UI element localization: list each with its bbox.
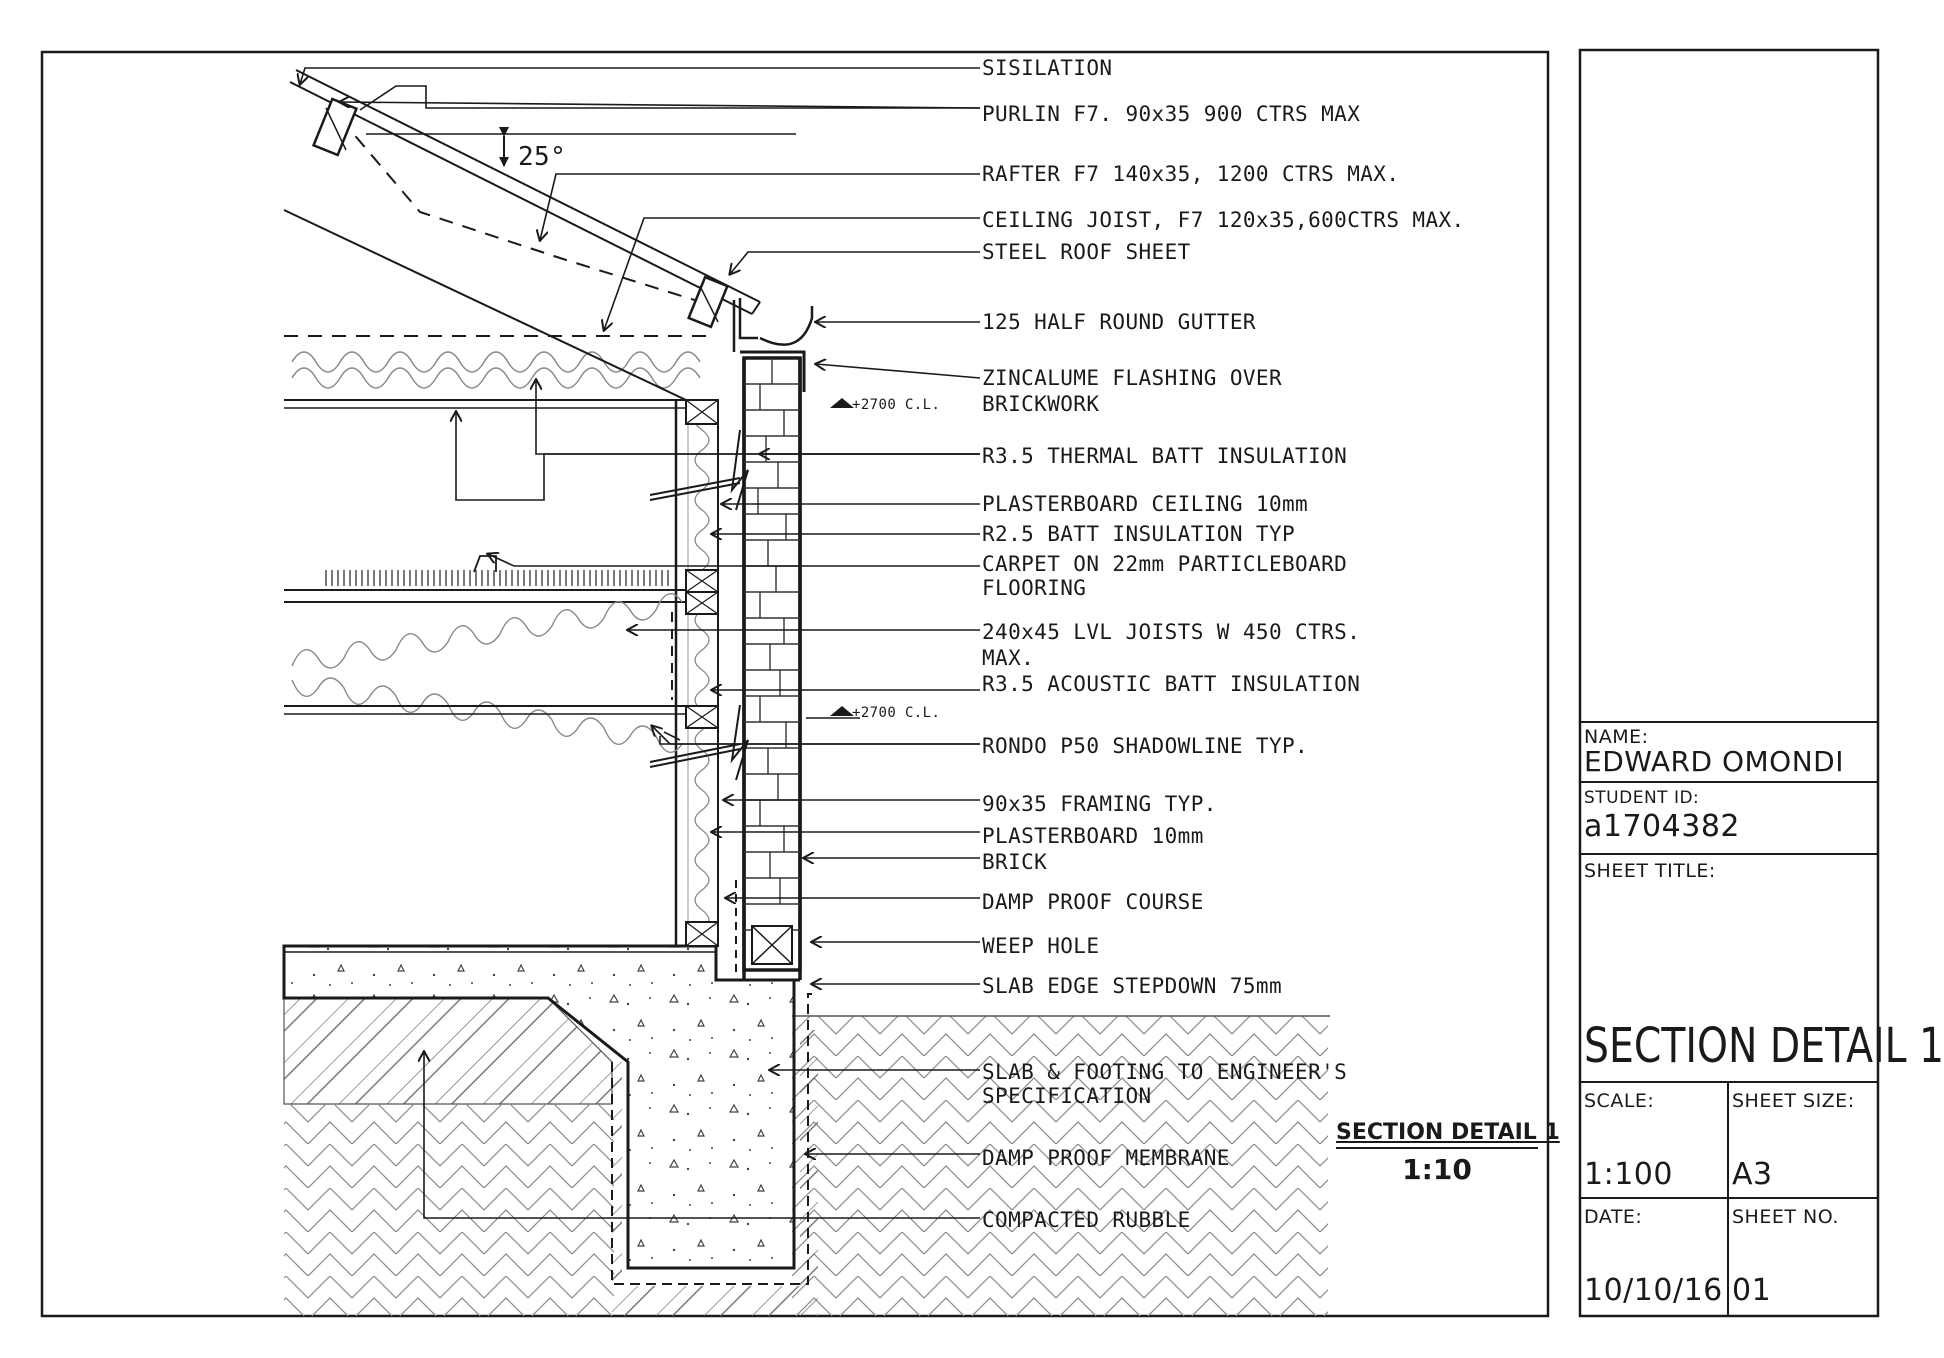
callout-plasterboard-10: PLASTERBOARD 10mm — [982, 824, 1204, 848]
tb-sheet-no-value: 01 — [1732, 1273, 1772, 1308]
tb-date-label: DATE: — [1584, 1206, 1643, 1228]
brick-wall — [735, 356, 802, 982]
callout-r25-batt: R2.5 BATT INSULATION TYP — [982, 522, 1296, 546]
callout-sisilation: SISILATION — [982, 56, 1113, 80]
floor-assembly — [284, 555, 686, 753]
callout-ceiling-joist: CEILING JOIST, F7 120x35,600CTRS MAX. — [982, 208, 1465, 232]
titleblock-grid — [1580, 721, 1878, 1316]
tb-sheet-title-value: SECTION DETAIL 1 — [1584, 1018, 1944, 1074]
callout-lvl-joists: 240x45 LVL JOISTS W 450 CTRS. — [982, 620, 1361, 644]
leader-lines — [300, 67, 981, 1219]
callout-framing: 90x35 FRAMING TYP. — [982, 792, 1217, 816]
level-mark-lower: +2700 C.L. — [852, 705, 941, 721]
tb-sheet-size-value: A3 — [1732, 1157, 1773, 1192]
tb-scale-label: SCALE: — [1584, 1090, 1655, 1112]
level-markers — [806, 398, 860, 719]
callout-slab-footing-line2: SPECIFICATION — [982, 1084, 1152, 1108]
callout-slab-footing: SLAB & FOOTING TO ENGINEER'S — [982, 1060, 1348, 1084]
tb-student-id-value: a1704382 — [1584, 809, 1740, 844]
callout-carpet: CARPET ON 22mm PARTICLEBOARD — [982, 552, 1348, 576]
tb-date-value: 10/10/16 — [1584, 1273, 1723, 1308]
tb-scale-value: 1:100 — [1584, 1157, 1673, 1192]
frame-wall — [649, 399, 749, 947]
callout-dpc: DAMP PROOF COURSE — [982, 890, 1204, 914]
drawing-caption-title: SECTION DETAIL 1 — [1336, 1120, 1560, 1145]
callout-plasterboard-ceiling: PLASTERBOARD CEILING 10mm — [982, 492, 1309, 516]
tb-name-value: EDWARD OMONDI — [1584, 745, 1844, 778]
callout-brick: BRICK — [982, 850, 1048, 874]
callout-gutter: 125 HALF ROUND GUTTER — [982, 310, 1256, 334]
callout-r35-acoustic: R3.5 ACOUSTIC BATT INSULATION — [982, 672, 1361, 696]
callout-weep-hole: WEEP HOLE — [982, 934, 1100, 958]
slab-footing — [282, 944, 812, 1285]
tb-student-id-label: STUDENT ID: — [1584, 788, 1700, 808]
roof-assembly — [283, 69, 814, 401]
callout-rubble: COMPACTED RUBBLE — [982, 1208, 1191, 1232]
callout-lvl-joists-line2: MAX. — [982, 646, 1035, 670]
callout-rafter: RAFTER F7 140x35, 1200 CTRS MAX. — [982, 162, 1400, 186]
roof-pitch-label: 25° — [518, 142, 567, 172]
ceiling-assembly — [284, 335, 710, 409]
tb-name-label: NAME: — [1584, 726, 1649, 748]
callout-carpet-line2: FLOORING — [982, 576, 1087, 600]
level-mark-upper: +2700 C.L. — [852, 397, 941, 413]
drawing-caption-scale: 1:10 — [1402, 1153, 1472, 1186]
callout-slab-edge: SLAB EDGE STEPDOWN 75mm — [982, 974, 1282, 998]
callout-dpm: DAMP PROOF MEMBRANE — [982, 1146, 1230, 1170]
callout-zincalume: ZINCALUME FLASHING OVER — [982, 366, 1282, 390]
ground-layers — [283, 997, 1330, 1316]
callout-steel-roof-sheet: STEEL ROOF SHEET — [982, 240, 1191, 264]
tb-sheet-title-label: SHEET TITLE: — [1584, 860, 1716, 882]
callout-rondo: RONDO P50 SHADOWLINE TYP. — [982, 734, 1309, 758]
callout-zincalume-line2: BRICKWORK — [982, 392, 1100, 416]
callout-purlin: PURLIN F7. 90x35 900 CTRS MAX — [982, 102, 1361, 126]
callout-r35-thermal: R3.5 THERMAL BATT INSULATION — [982, 444, 1348, 468]
tb-sheet-no-label: SHEET NO. — [1732, 1206, 1839, 1228]
tb-sheet-size-label: SHEET SIZE: — [1732, 1090, 1855, 1112]
